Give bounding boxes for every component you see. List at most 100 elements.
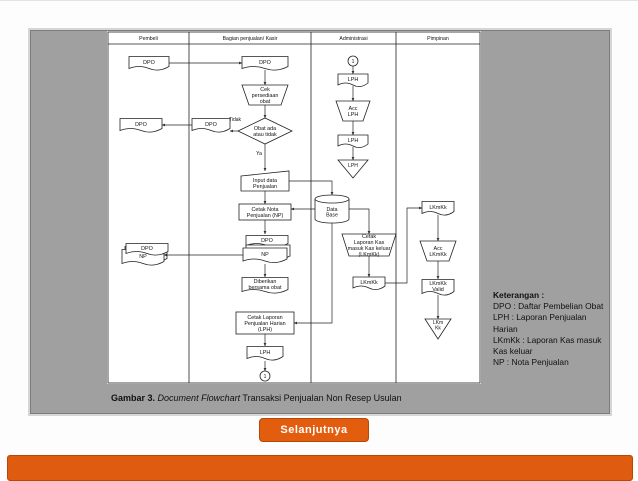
- dpo-final-label: DPO: [141, 246, 153, 252]
- arrow-lph-to-archive-arrowhead: [351, 157, 355, 160]
- bottom-bar: [7, 455, 633, 481]
- next-button[interactable]: Selanjutnya: [259, 418, 369, 442]
- lkmkk-pimpinan-shape: [421, 201, 455, 216]
- caption-label: Gambar 3.: [111, 393, 156, 403]
- arrow-ya-to-input-arrowhead: [263, 168, 267, 171]
- lph-admin-1-label: LPH: [348, 77, 359, 83]
- arrow-lph-to-connector-arrowhead: [263, 368, 267, 371]
- dpo-pembeli-label: DPO: [143, 60, 155, 66]
- arrow-database-to-laporan-arrowhead: [294, 321, 297, 325]
- dpo-kasir-shape: [241, 56, 289, 71]
- arrow-decision-to-tidak-arrowhead: [230, 129, 233, 133]
- cetak-lkmkk-shape: [341, 233, 397, 257]
- np-final-label: NP: [139, 254, 147, 260]
- arrow-database-to-lkmkk-arrowhead: [367, 231, 371, 234]
- arrow-cetak-to-docs-arrowhead: [263, 231, 267, 234]
- input-data-shape: [240, 170, 290, 192]
- legend-item-lkmkk: LKmKk : Laporan Kas masuk Kas keluar: [493, 334, 602, 357]
- legend: Keterangan : DPO : Daftar Pembelian Obat…: [493, 290, 605, 368]
- arrow-input-to-database: [289, 180, 333, 195]
- flowchart-svg: Pembeli Bagian penjualan/ Kasir Administra…: [107, 31, 481, 384]
- dpo-final-shape: [125, 243, 169, 256]
- lane-header-1: Pembeli: [139, 36, 158, 42]
- arrow-input-to-cetak-arrowhead: [263, 201, 267, 204]
- lane-header-4: Pimpinan: [427, 36, 449, 42]
- legend-item-dpo: DPO : Daftar Pembelian Obat: [493, 301, 604, 312]
- lane-header-3: Administrasi: [339, 36, 367, 42]
- lph-kasir-shape: [246, 346, 284, 361]
- connector-kasir-label: 1: [264, 374, 267, 380]
- lph-admin-3-label: LPH: [348, 163, 358, 169]
- lkmkk-valid-shape: [421, 279, 455, 296]
- arrow-lkmkk-to-pimpinan-arrowhead: [419, 206, 422, 210]
- connector-admin-label: 1: [352, 59, 355, 65]
- dpo-return-pembeli-shape: [119, 118, 163, 133]
- acc-lkmkk-shape: [419, 240, 457, 262]
- obat-ada-decision-shape: [237, 117, 293, 145]
- legend-item-np: NP : Nota Penjualan: [493, 357, 569, 368]
- arrow-connector-to-lph-arrowhead: [351, 71, 355, 74]
- np-stack-shape: [242, 247, 288, 263]
- dpo-kasir-label: DPO: [259, 60, 271, 66]
- arrow-lkmkk-to-acc-arrowhead: [436, 238, 440, 241]
- legend-heading: Keterangan :: [493, 290, 545, 300]
- arrow-cek-to-decision-arrowhead: [263, 115, 267, 118]
- cek-persediaan-shape: [241, 84, 289, 106]
- arrow-lkmkk-to-pimpinan: [385, 207, 422, 284]
- dpo-stack-label: DPO: [261, 238, 273, 244]
- lph-admin-1-shape: [337, 73, 369, 87]
- arrow-database-to-cetak-arrowhead: [291, 207, 294, 211]
- lane-header-2: Bagian penjualan/ Kasir: [223, 36, 278, 42]
- figure-caption: Gambar 3. Document Flowchart Transaksi P…: [111, 392, 441, 404]
- database-top: [314, 194, 350, 204]
- arrow-acc-to-lph-arrowhead: [351, 132, 355, 135]
- np-stack-label: NP: [261, 252, 269, 258]
- arrow-database-to-lkmkk: [349, 208, 370, 234]
- arrow-lph-to-acc-arrowhead: [351, 98, 355, 101]
- dpo-return-kasir-shape: [191, 118, 231, 133]
- label-tidak: Tidak: [229, 117, 242, 123]
- flow-border: [107, 31, 481, 384]
- legend-item-lph: LPH : Laporan Penjualan Harian: [493, 312, 587, 334]
- acc-lph-shape: [335, 100, 371, 122]
- label-ya: Ya: [256, 151, 262, 157]
- caption-italic: Document Flowchart: [157, 393, 241, 403]
- lkmkk-admin-shape: [352, 276, 386, 290]
- arrow-cetak-to-lkmkk-arrowhead: [367, 274, 371, 277]
- top-divider: [0, 0, 638, 1]
- arrow-dpo-to-kasir-arrowhead: [239, 61, 242, 65]
- arrow-docs-to-diberikan-arrowhead: [263, 274, 267, 277]
- arrow-acc-to-valid-arrowhead: [436, 276, 440, 279]
- dpo-return-kasir-label: DPO: [205, 122, 217, 128]
- dpo-pembeli-shape: [128, 56, 170, 71]
- arrow-input-to-database-arrowhead: [330, 192, 334, 195]
- arrow-valid-to-archive-arrowhead: [436, 316, 440, 319]
- arrow-database-to-laporan: [294, 223, 333, 324]
- arrow-laporan-to-lph-arrowhead: [263, 343, 267, 346]
- lph-admin-2-label: LPH: [348, 138, 359, 144]
- dpo-return-pembeli-label: DPO: [135, 122, 147, 128]
- lph-kasir-label: LPH: [260, 350, 271, 356]
- lkmkk-admin-label: LKmKk: [360, 280, 378, 286]
- arrow-return-to-pembeli-arrowhead: [162, 123, 165, 127]
- flowchart: Pembeli Bagian penjualan/ Kasir Administra…: [107, 31, 481, 384]
- arrow-dpo-to-cek-arrowhead: [263, 82, 267, 85]
- diberikan-shape: [241, 277, 289, 294]
- caption-rest: Transaksi Penjualan Non Resep Usulan: [242, 393, 402, 403]
- lph-admin-2-shape: [337, 134, 369, 148]
- arrow-np-to-pembeli-arrowhead: [164, 253, 167, 257]
- lkmkk-pimpinan-label: LKmKk: [429, 205, 447, 211]
